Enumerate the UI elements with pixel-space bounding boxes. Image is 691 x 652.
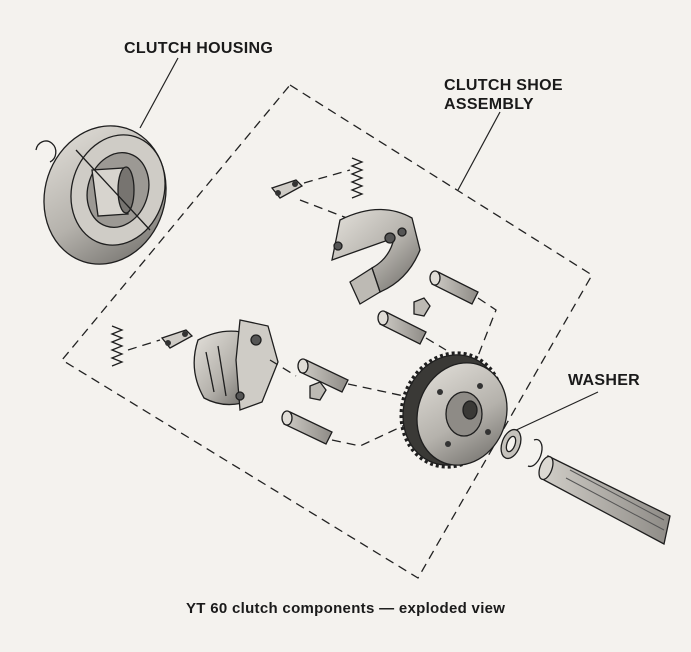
label-clutch-shoe-line1: CLUTCH SHOE xyxy=(444,77,563,94)
figure-caption: YT 60 clutch components — exploded view xyxy=(186,600,506,617)
nut-lower xyxy=(309,381,327,401)
clutch-housing-part xyxy=(43,125,167,265)
drive-hub-gear xyxy=(399,351,508,469)
link-lower xyxy=(160,329,194,349)
washer-part xyxy=(500,428,522,460)
pin-upper-b xyxy=(377,310,427,345)
pin-lower-b xyxy=(281,410,333,445)
label-clutch-housing: CLUTCH HOUSING xyxy=(124,40,274,57)
pin-upper-a xyxy=(429,270,479,305)
nut-upper xyxy=(413,297,431,317)
snap-ring-right xyxy=(527,438,543,468)
snap-ring-left xyxy=(35,140,57,163)
leader-washer xyxy=(511,391,599,433)
label-clutch-shoe-line2: ASSEMBLY xyxy=(444,96,534,113)
clutch-shoe-upper xyxy=(331,208,421,305)
clutch-shoe-lower xyxy=(193,319,279,411)
label-clutch-shoe-assembly: CLUTCH SHOE ASSEMBLY xyxy=(444,76,563,114)
label-washer: WASHER xyxy=(568,372,641,389)
spring-lower xyxy=(110,325,124,367)
pin-lower-a xyxy=(297,358,349,393)
leader-clutch-shoe xyxy=(457,111,501,191)
spring-upper xyxy=(350,157,364,199)
link-upper xyxy=(270,179,304,199)
assembly-boundary xyxy=(61,84,593,579)
leader-clutch-housing xyxy=(139,57,179,129)
crankshaft-end xyxy=(538,455,671,545)
